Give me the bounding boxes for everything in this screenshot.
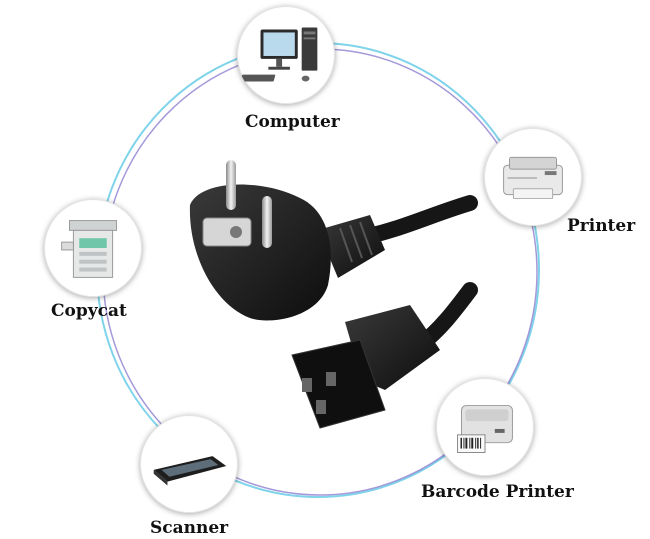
device-node-printer: [484, 128, 582, 226]
device-label-barcode: Barcode Printer: [421, 482, 574, 502]
device-label-copycat: Copycat: [51, 301, 127, 321]
barcode-printer-icon: [457, 404, 513, 453]
printer-icon: [503, 156, 563, 200]
device-node-copycat: [44, 199, 142, 297]
computer-icon: [240, 27, 318, 82]
device-node-scanner: [140, 415, 238, 513]
device-label-printer: Printer: [567, 216, 636, 236]
device-node-computer: [237, 6, 335, 104]
device-label-computer: Computer: [245, 112, 340, 132]
scanner-icon: [153, 456, 227, 486]
device-node-barcode: [436, 378, 534, 476]
device-label-scanner: Scanner: [150, 518, 229, 538]
copier-icon: [61, 220, 118, 278]
